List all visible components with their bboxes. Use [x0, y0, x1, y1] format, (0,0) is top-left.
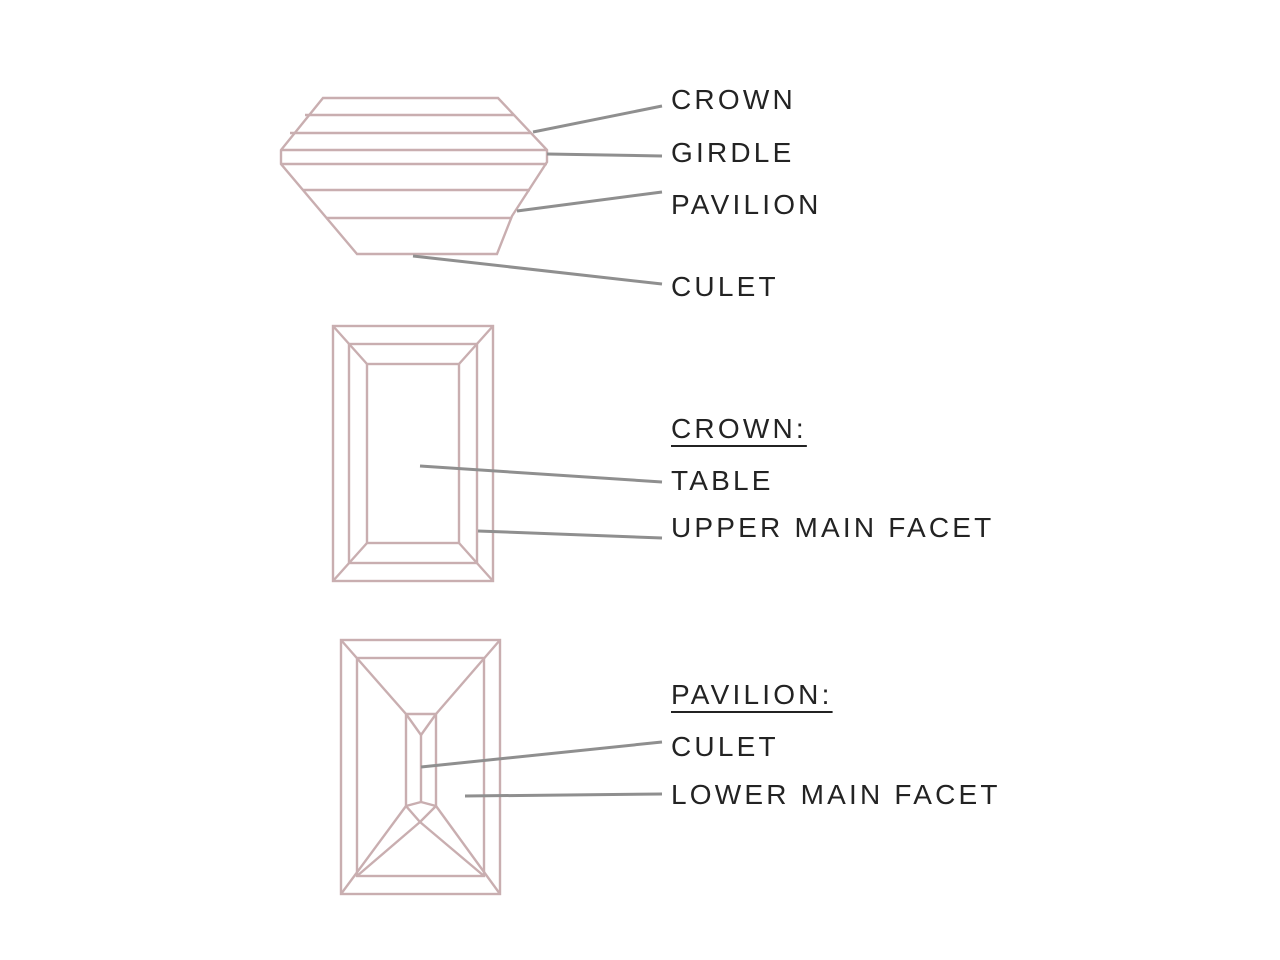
pavilion-corner-line-bl [340, 805, 407, 895]
label-lower-main-facet: LOWER MAIN FACET [671, 779, 1001, 810]
crown-outer-rect [331, 324, 495, 583]
pavilion-corner-line-tr [435, 639, 501, 715]
crown-corner-line-bl [332, 542, 368, 582]
leader-line-culet [412, 254, 663, 286]
crown-top-view-gem [331, 324, 495, 583]
crown-corner-line-tl [332, 325, 368, 365]
crown-corner-line-br [458, 542, 494, 582]
pavilion-bottom-view-gem [339, 638, 502, 896]
label-pavilion: PAVILION [671, 189, 822, 220]
label-culet: CULET [671, 271, 779, 302]
label-table: TABLE [671, 465, 774, 496]
label-upper-main-facet: UPPER MAIN FACET [671, 512, 995, 543]
crown-corner-line-tr [458, 325, 494, 365]
label-crown: CROWN [671, 84, 796, 115]
label-pavilion-culet: CULET [671, 731, 779, 762]
heading-crown: CROWN: [671, 413, 807, 444]
pavilion-culet-line-top-left [405, 713, 422, 736]
pavilion-inner-rect [355, 656, 486, 878]
leader-line-crown [532, 104, 663, 134]
leader-lines [412, 104, 663, 798]
pavilion-culet-line-bottom-right [420, 800, 437, 808]
leader-line-table [419, 464, 663, 484]
pavilion-bottom-point-line-right [419, 821, 485, 877]
pavilion-culet-line-bottom-left [405, 800, 422, 808]
leader-line-girdle [546, 152, 663, 158]
crown-middle-rect [347, 342, 479, 565]
pavilion-outer-rect [339, 638, 502, 896]
leader-line-lower-main-facet [464, 792, 663, 798]
pavilion-culet-shape [404, 712, 438, 824]
side-profile-gem [279, 96, 549, 256]
label-girdle: GIRDLE [671, 137, 795, 168]
leader-line-upper-main-facet [477, 529, 663, 540]
leader-line-pavilion-culet [420, 740, 663, 769]
pavilion-culet-line-top-right [420, 713, 437, 736]
side-profile-outline [279, 96, 549, 256]
pavilion-corner-line-tl [340, 639, 407, 715]
heading-pavilion: PAVILION: [671, 679, 833, 710]
crown-table-rect [365, 362, 461, 545]
pavilion-corner-line-br [435, 805, 501, 895]
leader-line-pavilion [516, 190, 663, 213]
pavilion-bottom-point-line-left [356, 821, 421, 877]
